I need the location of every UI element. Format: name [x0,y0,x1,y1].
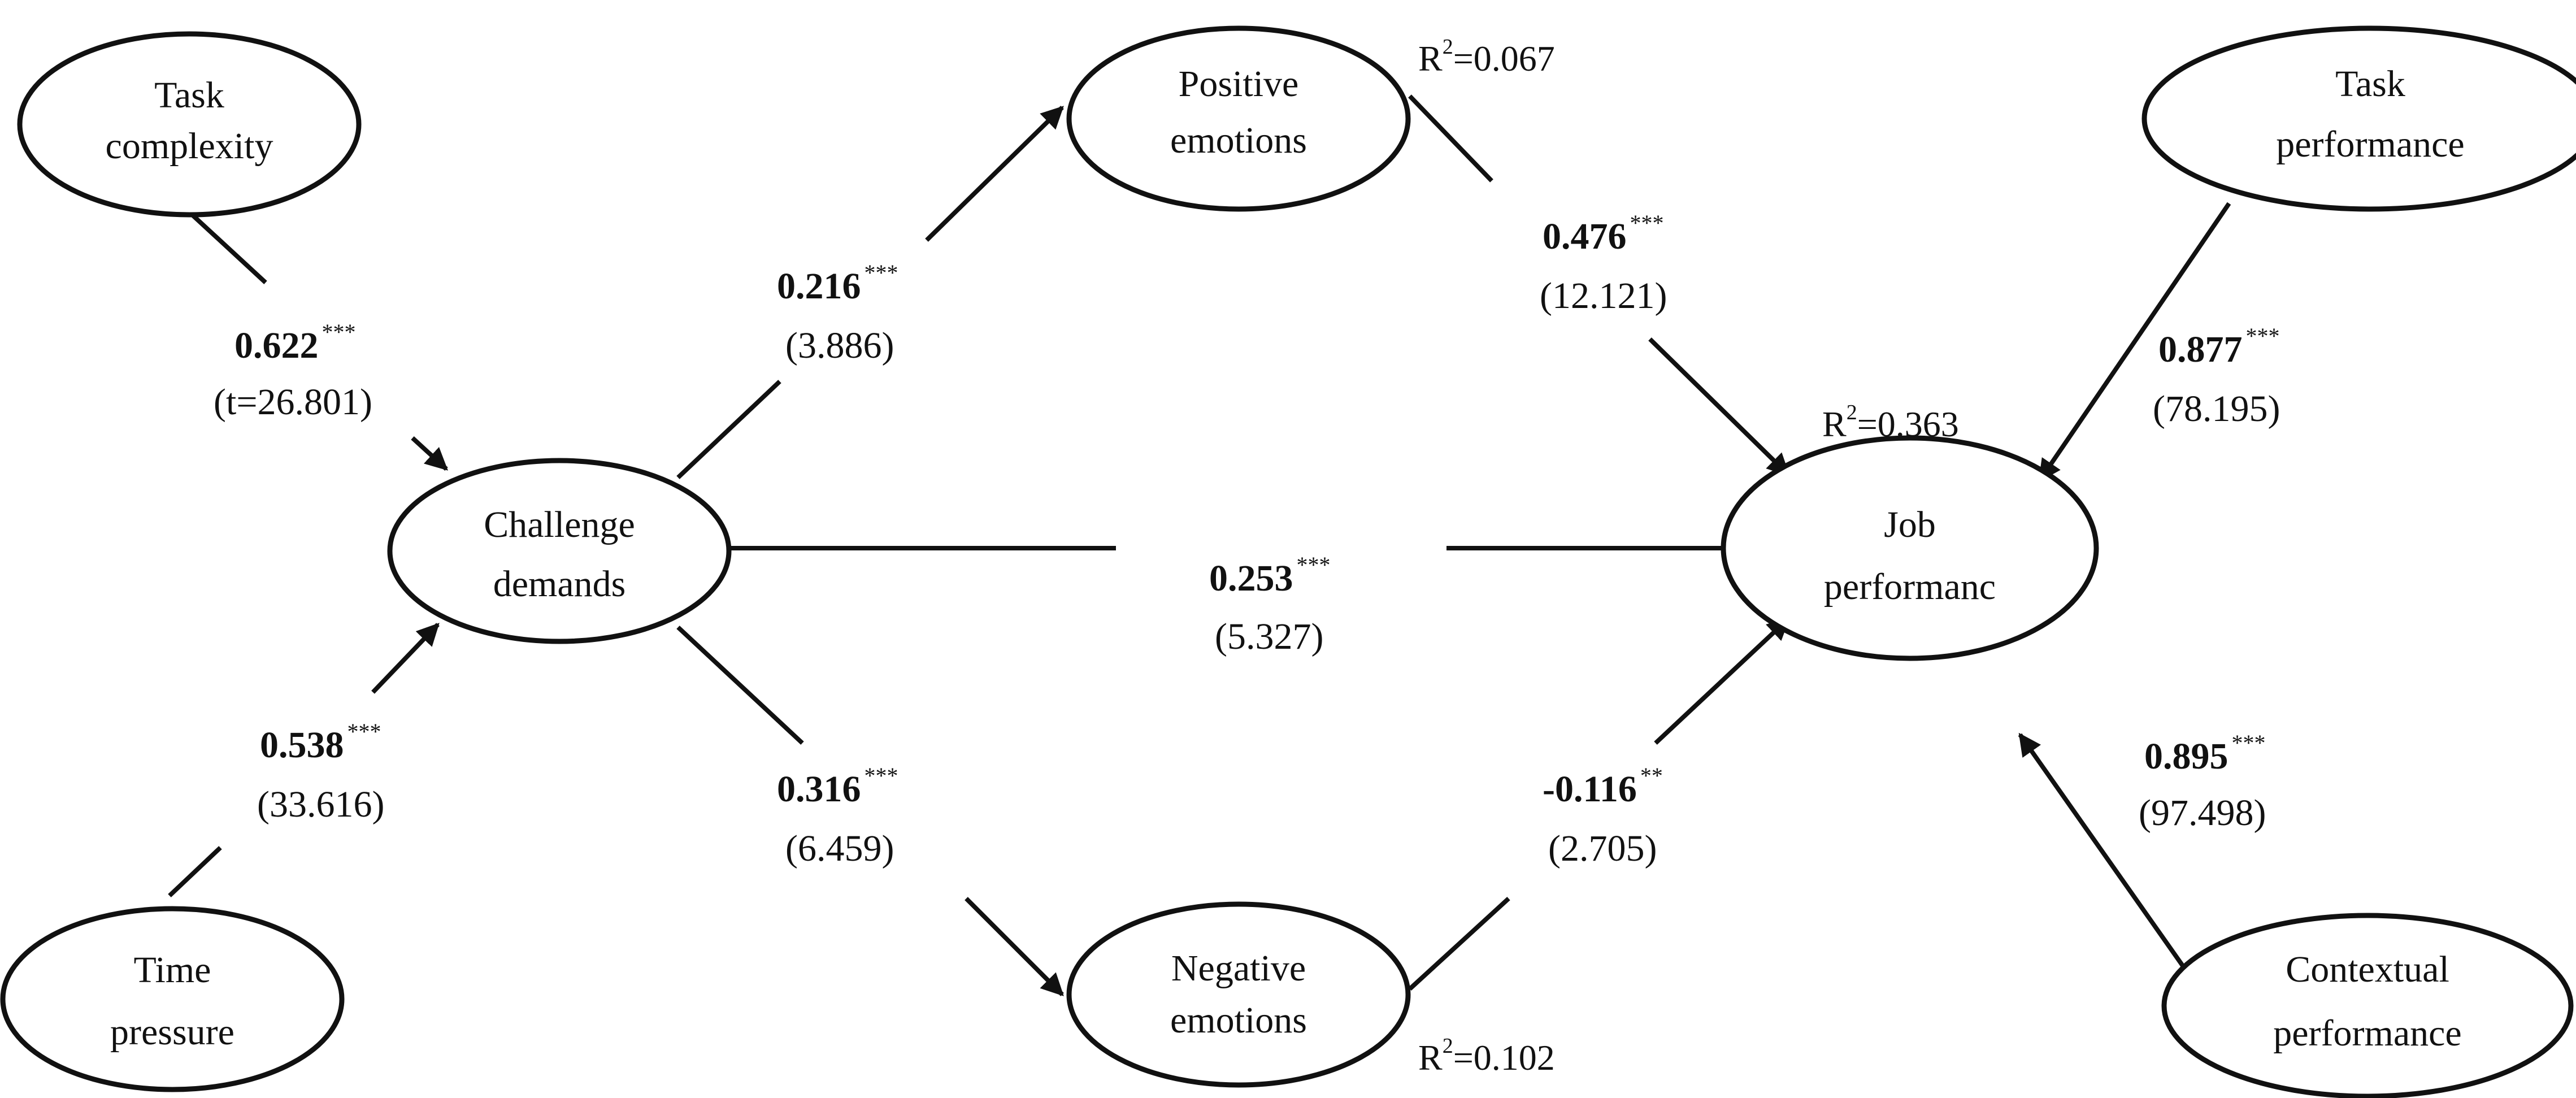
node-challenge-demands-line1: Challenge [484,504,635,545]
node-contextual-performance-line2: performance [2273,1013,2461,1054]
tval-ctxperf-jp: (97.498) [2139,792,2266,834]
node-challenge-demands-line2: demands [493,563,626,605]
node-contextual-performance: Contextual performance [2161,913,2574,1098]
tval-taskperf-jp: (78.195) [2153,388,2280,429]
path-pe-jp-upper [1408,94,1493,183]
node-contextual-performance-line1: Contextual [2286,949,2449,990]
node-job-performance-line2: performanc [1824,566,1996,607]
path-tp-cd-lower [168,846,222,897]
node-time-pressure-line1: Time [134,949,211,991]
paths-layer [168,94,2231,1013]
tval-cd-jp: (5.327) [1215,616,1323,657]
nodes-layer: Task complexity Time pressure Challenge … [0,25,2576,1098]
tval-pe-jp: (12.121) [1540,275,1667,316]
node-positive-emotions-line2: emotions [1170,120,1307,161]
coef-tp-cd: 0.538*** [260,719,381,766]
tval-cd-ne: (6.459) [785,828,894,869]
tval-cd-pe: (3.886) [785,325,894,366]
node-positive-emotions: Positive emotions [1066,25,1411,212]
node-challenge-demands: Challenge demands [387,458,732,644]
node-task-performance-line1: Task [2335,63,2405,105]
path-tc-cd-arrow [411,436,448,471]
coef-cd-ne: 0.316*** [777,763,898,810]
coef-ctxperf-jp: 0.895*** [2144,730,2266,777]
node-job-performance-line1: Job [1884,504,1936,545]
r2-negative-emotions: R2=0.102 [1418,1034,1555,1078]
node-task-complexity: Task complexity [17,31,362,218]
node-time-pressure: Time pressure [0,906,345,1092]
coef-cd-pe: 0.216*** [777,260,898,307]
node-negative-emotions-line1: Negative [1171,948,1306,989]
node-positive-emotions-line1: Positive [1179,63,1299,105]
tval-tc-cd: (t=26.801) [214,381,372,423]
coef-pe-jp: 0.476*** [1543,210,1664,257]
node-time-pressure-line2: pressure [110,1012,234,1053]
path-cd-ne-upper [676,626,804,745]
path-ne-jp-lower [1408,897,1510,991]
node-task-performance: Task performance [2141,25,2576,212]
path-cd-pe-lower [676,380,781,479]
r2-positive-emotions: R2=0.067 [1418,35,1555,79]
tval-tp-cd: (33.616) [257,784,384,825]
coef-cd-jp: 0.253*** [1209,552,1331,599]
path-pe-jp-arrow [1648,337,1790,476]
path-cd-pe-arrow [925,106,1064,242]
node-negative-emotions-line2: emotions [1170,1000,1307,1041]
node-task-performance-line2: performance [2276,124,2464,165]
coef-taskperf-jp: 0.877*** [2158,323,2280,370]
node-task-complexity-line2: complexity [106,125,273,167]
coefficient-labels-layer: 0.622*** (t=26.801) 0.538*** (33.616) 0.… [214,210,2280,869]
path-ne-jp-arrow [1654,617,1790,745]
path-tc-cd-upper [190,213,267,284]
path-cd-ne-arrow [965,897,1064,996]
node-job-performance: Job performanc [1721,435,2099,661]
r-squared-layer: R2=0.067 R2=0.102 R2=0.363 [1418,35,1959,1078]
node-negative-emotions: Negative emotions [1066,901,1411,1088]
coef-tc-cd: 0.622*** [234,319,356,366]
tval-ne-jp: (2.705) [1548,828,1657,869]
r2-job-performance: R2=0.363 [1822,401,1959,444]
coef-ne-jp: -0.116** [1543,763,1663,810]
path-taskperf-jp [2038,202,2231,483]
node-task-complexity-line1: Task [154,75,224,116]
path-tp-cd-arrow [371,623,440,694]
